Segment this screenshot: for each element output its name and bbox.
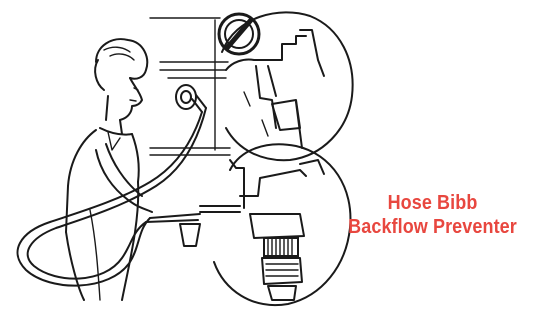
backflow-preventer-detail-icon — [200, 144, 350, 305]
caption-line-1: Hose Bibb — [340, 191, 525, 215]
hose-line — [18, 108, 206, 286]
caption-line-2: Backflow Preventer — [340, 215, 525, 239]
caption: Hose Bibb Backflow Preventer — [340, 191, 525, 239]
hose-bibb-faucet-icon — [176, 85, 206, 112]
